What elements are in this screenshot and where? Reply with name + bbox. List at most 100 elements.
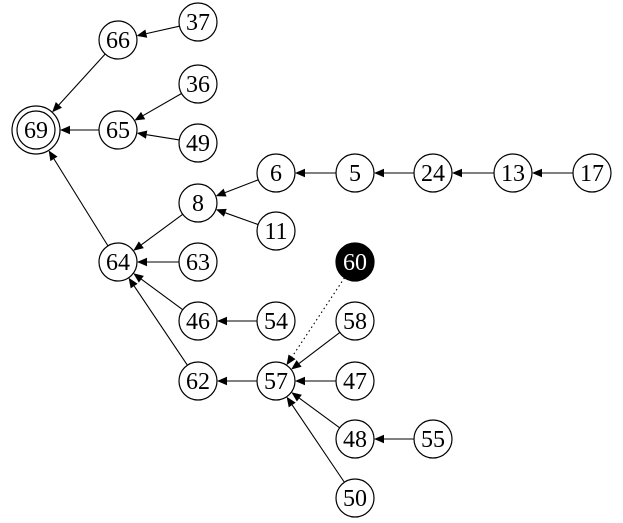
arrowhead-icon (532, 168, 542, 178)
edge-57-to-62 (217, 376, 257, 386)
node-66: 66 (98, 20, 138, 60)
node-65: 65 (98, 110, 138, 150)
node-64: 64 (98, 242, 138, 282)
edge-8-to-64 (133, 213, 184, 251)
node-circle (493, 153, 533, 193)
node-circle (256, 301, 296, 341)
node-24: 24 (413, 153, 453, 193)
node-54: 54 (256, 301, 296, 341)
node-circle (335, 242, 375, 282)
node-circle (256, 211, 296, 251)
node-label: 66 (106, 28, 130, 54)
node-circle (16, 110, 56, 150)
edge-line (142, 92, 182, 117)
node-label: 65 (106, 118, 130, 144)
node-50: 50 (335, 478, 375, 518)
node-17: 17 (572, 153, 612, 193)
edge-5-to-6 (295, 168, 336, 178)
arrowhead-icon (217, 316, 227, 326)
edge-46-to-64 (133, 273, 184, 311)
edge-36-to-65 (134, 92, 182, 121)
node-46: 46 (178, 301, 218, 341)
edge-62-to-64 (128, 277, 188, 366)
node-circle (178, 183, 218, 223)
edge-50-to-57 (286, 396, 345, 483)
node-label: 8 (192, 191, 204, 217)
node-circle (178, 301, 218, 341)
node-label: 49 (186, 131, 210, 157)
node-circle (178, 2, 218, 42)
arrowhead-icon (60, 125, 70, 135)
node-circle (413, 153, 453, 193)
arrowhead-icon (286, 354, 296, 366)
node-label: 55 (421, 427, 445, 453)
node-circle (98, 242, 138, 282)
node-circle (98, 110, 138, 150)
node-58: 58 (335, 301, 375, 341)
edge-line (146, 134, 180, 141)
node-circle (178, 242, 218, 282)
node-label: 69 (24, 118, 48, 144)
node-label: 5 (349, 161, 361, 187)
node-circle (335, 361, 375, 401)
edge-48-to-57 (291, 392, 341, 429)
edge-54-to-46 (217, 316, 257, 326)
edge-line (141, 278, 184, 311)
node-circle (335, 478, 375, 518)
node-circle (335, 419, 375, 459)
node-circle (256, 153, 296, 193)
edge-line (225, 212, 259, 226)
arrowhead-icon (137, 257, 147, 267)
edge-47-to-57 (295, 376, 336, 386)
arrowhead-icon (295, 168, 305, 178)
node-circle (335, 301, 375, 341)
arrowhead-icon (136, 130, 148, 139)
node-label: 46 (186, 309, 210, 335)
node-label: 17 (580, 161, 604, 187)
node-circle (178, 123, 218, 163)
arrowhead-icon (133, 273, 144, 283)
arrowhead-icon (374, 434, 384, 444)
edge-55-to-48 (374, 434, 414, 444)
node-outer-ring (11, 105, 61, 155)
node-62: 62 (178, 361, 218, 401)
node-label: 60 (343, 250, 367, 276)
edge-65-to-69 (60, 125, 99, 135)
arrowhead-icon (286, 396, 296, 408)
node-label: 48 (343, 427, 367, 453)
node-label: 57 (264, 369, 288, 395)
node-label: 11 (264, 219, 287, 245)
edge-66-to-69 (52, 53, 106, 113)
node-circle (256, 361, 296, 401)
node-6: 6 (256, 153, 296, 193)
node-label: 62 (186, 369, 210, 395)
arrowhead-icon (128, 277, 138, 289)
edge-6-to-8 (215, 179, 259, 197)
node-5: 5 (335, 153, 375, 193)
edge-58-to-57 (291, 332, 341, 370)
node-circle (335, 153, 375, 193)
node-label: 24 (421, 161, 445, 187)
edges-layer (48, 25, 573, 483)
arrowhead-icon (136, 29, 148, 38)
node-label: 47 (343, 369, 367, 395)
edge-line (141, 213, 184, 246)
node-circle (98, 20, 138, 60)
edge-line (133, 285, 188, 366)
node-label: 13 (501, 161, 525, 187)
arrowhead-icon (217, 376, 227, 386)
edge-49-to-65 (136, 130, 180, 141)
node-label: 58 (343, 309, 367, 335)
node-label: 50 (343, 486, 367, 512)
node-8: 8 (178, 183, 218, 223)
node-label: 54 (264, 309, 288, 335)
arrowhead-icon (374, 168, 384, 178)
edge-line (146, 25, 180, 35)
edge-60-to-57 (286, 277, 345, 366)
arrowhead-icon (215, 208, 227, 217)
arrowhead-icon (215, 188, 227, 197)
node-55: 55 (413, 419, 453, 459)
node-69: 69 (11, 105, 61, 155)
edge-line (224, 179, 259, 194)
